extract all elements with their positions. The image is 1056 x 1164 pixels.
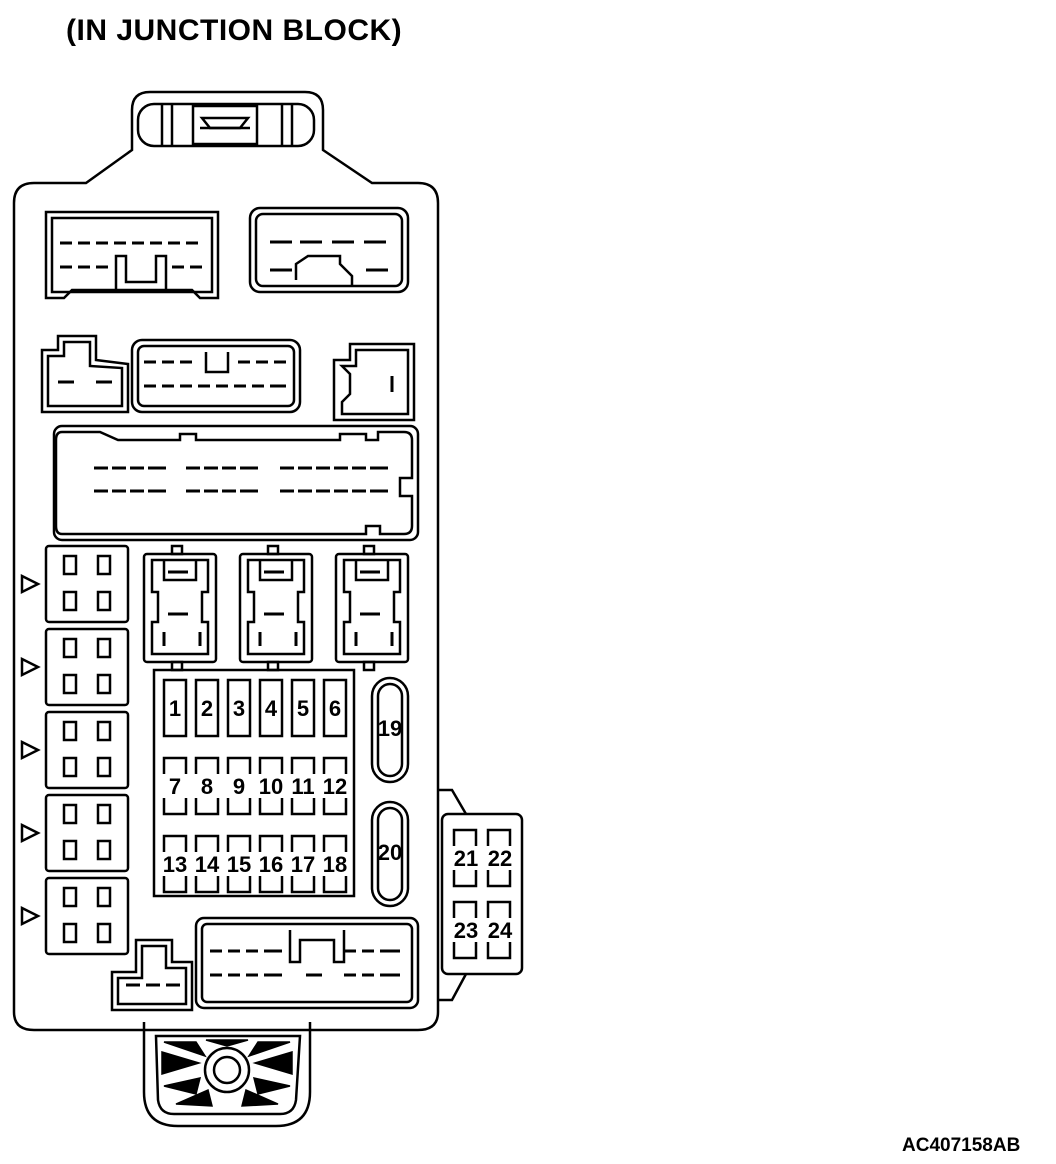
large-fuse: 19 — [370, 676, 410, 784]
connector-top-left — [44, 210, 220, 300]
mini-relay — [334, 544, 410, 672]
fuse-slot: 9 — [226, 756, 252, 816]
fuse-slot: 3 — [226, 678, 252, 738]
junction-block-housing — [12, 90, 440, 1032]
fuse-slot: 2 — [194, 678, 220, 738]
relay — [20, 710, 130, 790]
connector-right-small — [332, 342, 416, 422]
fuse-number: 24 — [488, 918, 513, 943]
fuse-number: 7 — [169, 774, 181, 799]
fuse-slot: 4 — [258, 678, 284, 738]
connector-bottom-small — [110, 938, 194, 1012]
fuse-number: 9 — [233, 774, 245, 799]
fuse-number: 18 — [323, 852, 347, 877]
fuse-number: 3 — [233, 696, 245, 721]
fuse-slot: 17 — [290, 834, 316, 894]
mini-relay — [238, 544, 314, 672]
connector-top-right — [248, 206, 410, 294]
fuse-slot: 5 — [290, 678, 316, 738]
connector-bottom — [194, 916, 420, 1010]
top-mounting-tab — [136, 102, 316, 148]
fuse-slot: 24 — [486, 900, 513, 960]
fuse-number: 5 — [297, 696, 309, 721]
fuse-number: 6 — [329, 696, 341, 721]
relay — [20, 793, 130, 873]
fuse-slot: 11 — [290, 756, 316, 816]
mini-relay-row — [142, 544, 410, 672]
fuse-number: 21 — [454, 846, 478, 871]
connector-small-left — [40, 334, 130, 414]
fuse-number: 19 — [378, 716, 402, 741]
sub-block-fuses: 21 22 23 24 — [452, 828, 513, 960]
fuse-number: 23 — [454, 918, 478, 943]
relay — [20, 876, 130, 956]
fuse-number: 12 — [323, 774, 347, 799]
fuse-number: 2 — [201, 696, 213, 721]
relay — [20, 544, 130, 624]
fuse-slot: 1 — [162, 678, 188, 738]
fuse-number: 1 — [169, 696, 181, 721]
fuse-number: 22 — [488, 846, 512, 871]
fuse-number: 10 — [259, 774, 283, 799]
fuse-slot: 6 — [322, 678, 348, 738]
fuse-number: 20 — [378, 840, 402, 865]
fuse-number: 13 — [163, 852, 187, 877]
fuse-number: 16 — [259, 852, 283, 877]
fuse-slot: 16 — [258, 834, 284, 894]
fuse-number: 4 — [265, 696, 278, 721]
fuse-block-frame — [152, 668, 356, 898]
large-fuse: 20 — [370, 800, 410, 908]
fuse-slot: 10 — [258, 756, 284, 816]
sub-block-housing — [438, 788, 524, 1002]
diagram-title: (IN JUNCTION BLOCK) — [66, 14, 403, 47]
bottom-mounting-bracket — [142, 1022, 312, 1128]
fuse-slot: 14 — [194, 834, 220, 894]
relay-arrow-icon — [20, 656, 41, 678]
fuse-slot: 8 — [194, 756, 220, 816]
relay-arrow-icon — [20, 905, 41, 927]
mini-relay — [142, 544, 218, 672]
relay-column — [20, 544, 130, 956]
fuse-slot: 18 — [322, 834, 348, 894]
fuse-slot: 23 — [452, 900, 478, 960]
fuse-slot: 22 — [486, 828, 512, 888]
fuse-slot: 21 — [452, 828, 478, 888]
connector-middle — [130, 338, 302, 414]
relay — [20, 627, 130, 707]
relay-arrow-icon — [20, 573, 41, 595]
fuse-number: 8 — [201, 774, 213, 799]
relay-arrow-icon — [20, 739, 41, 761]
fuse-number: 14 — [195, 852, 220, 877]
fuse-number: 15 — [227, 852, 251, 877]
fuse-slot: 7 — [162, 756, 188, 816]
fuse-number: 11 — [291, 774, 314, 799]
fuse-slot: 12 — [322, 756, 348, 816]
figure-code: AC407158AB — [902, 1135, 1021, 1156]
fuse-slot: 15 — [226, 834, 252, 894]
connector-large — [52, 424, 420, 542]
fuse-slot: 13 — [162, 834, 188, 894]
fuse-number: 17 — [291, 852, 315, 877]
relay-arrow-icon — [20, 822, 41, 844]
